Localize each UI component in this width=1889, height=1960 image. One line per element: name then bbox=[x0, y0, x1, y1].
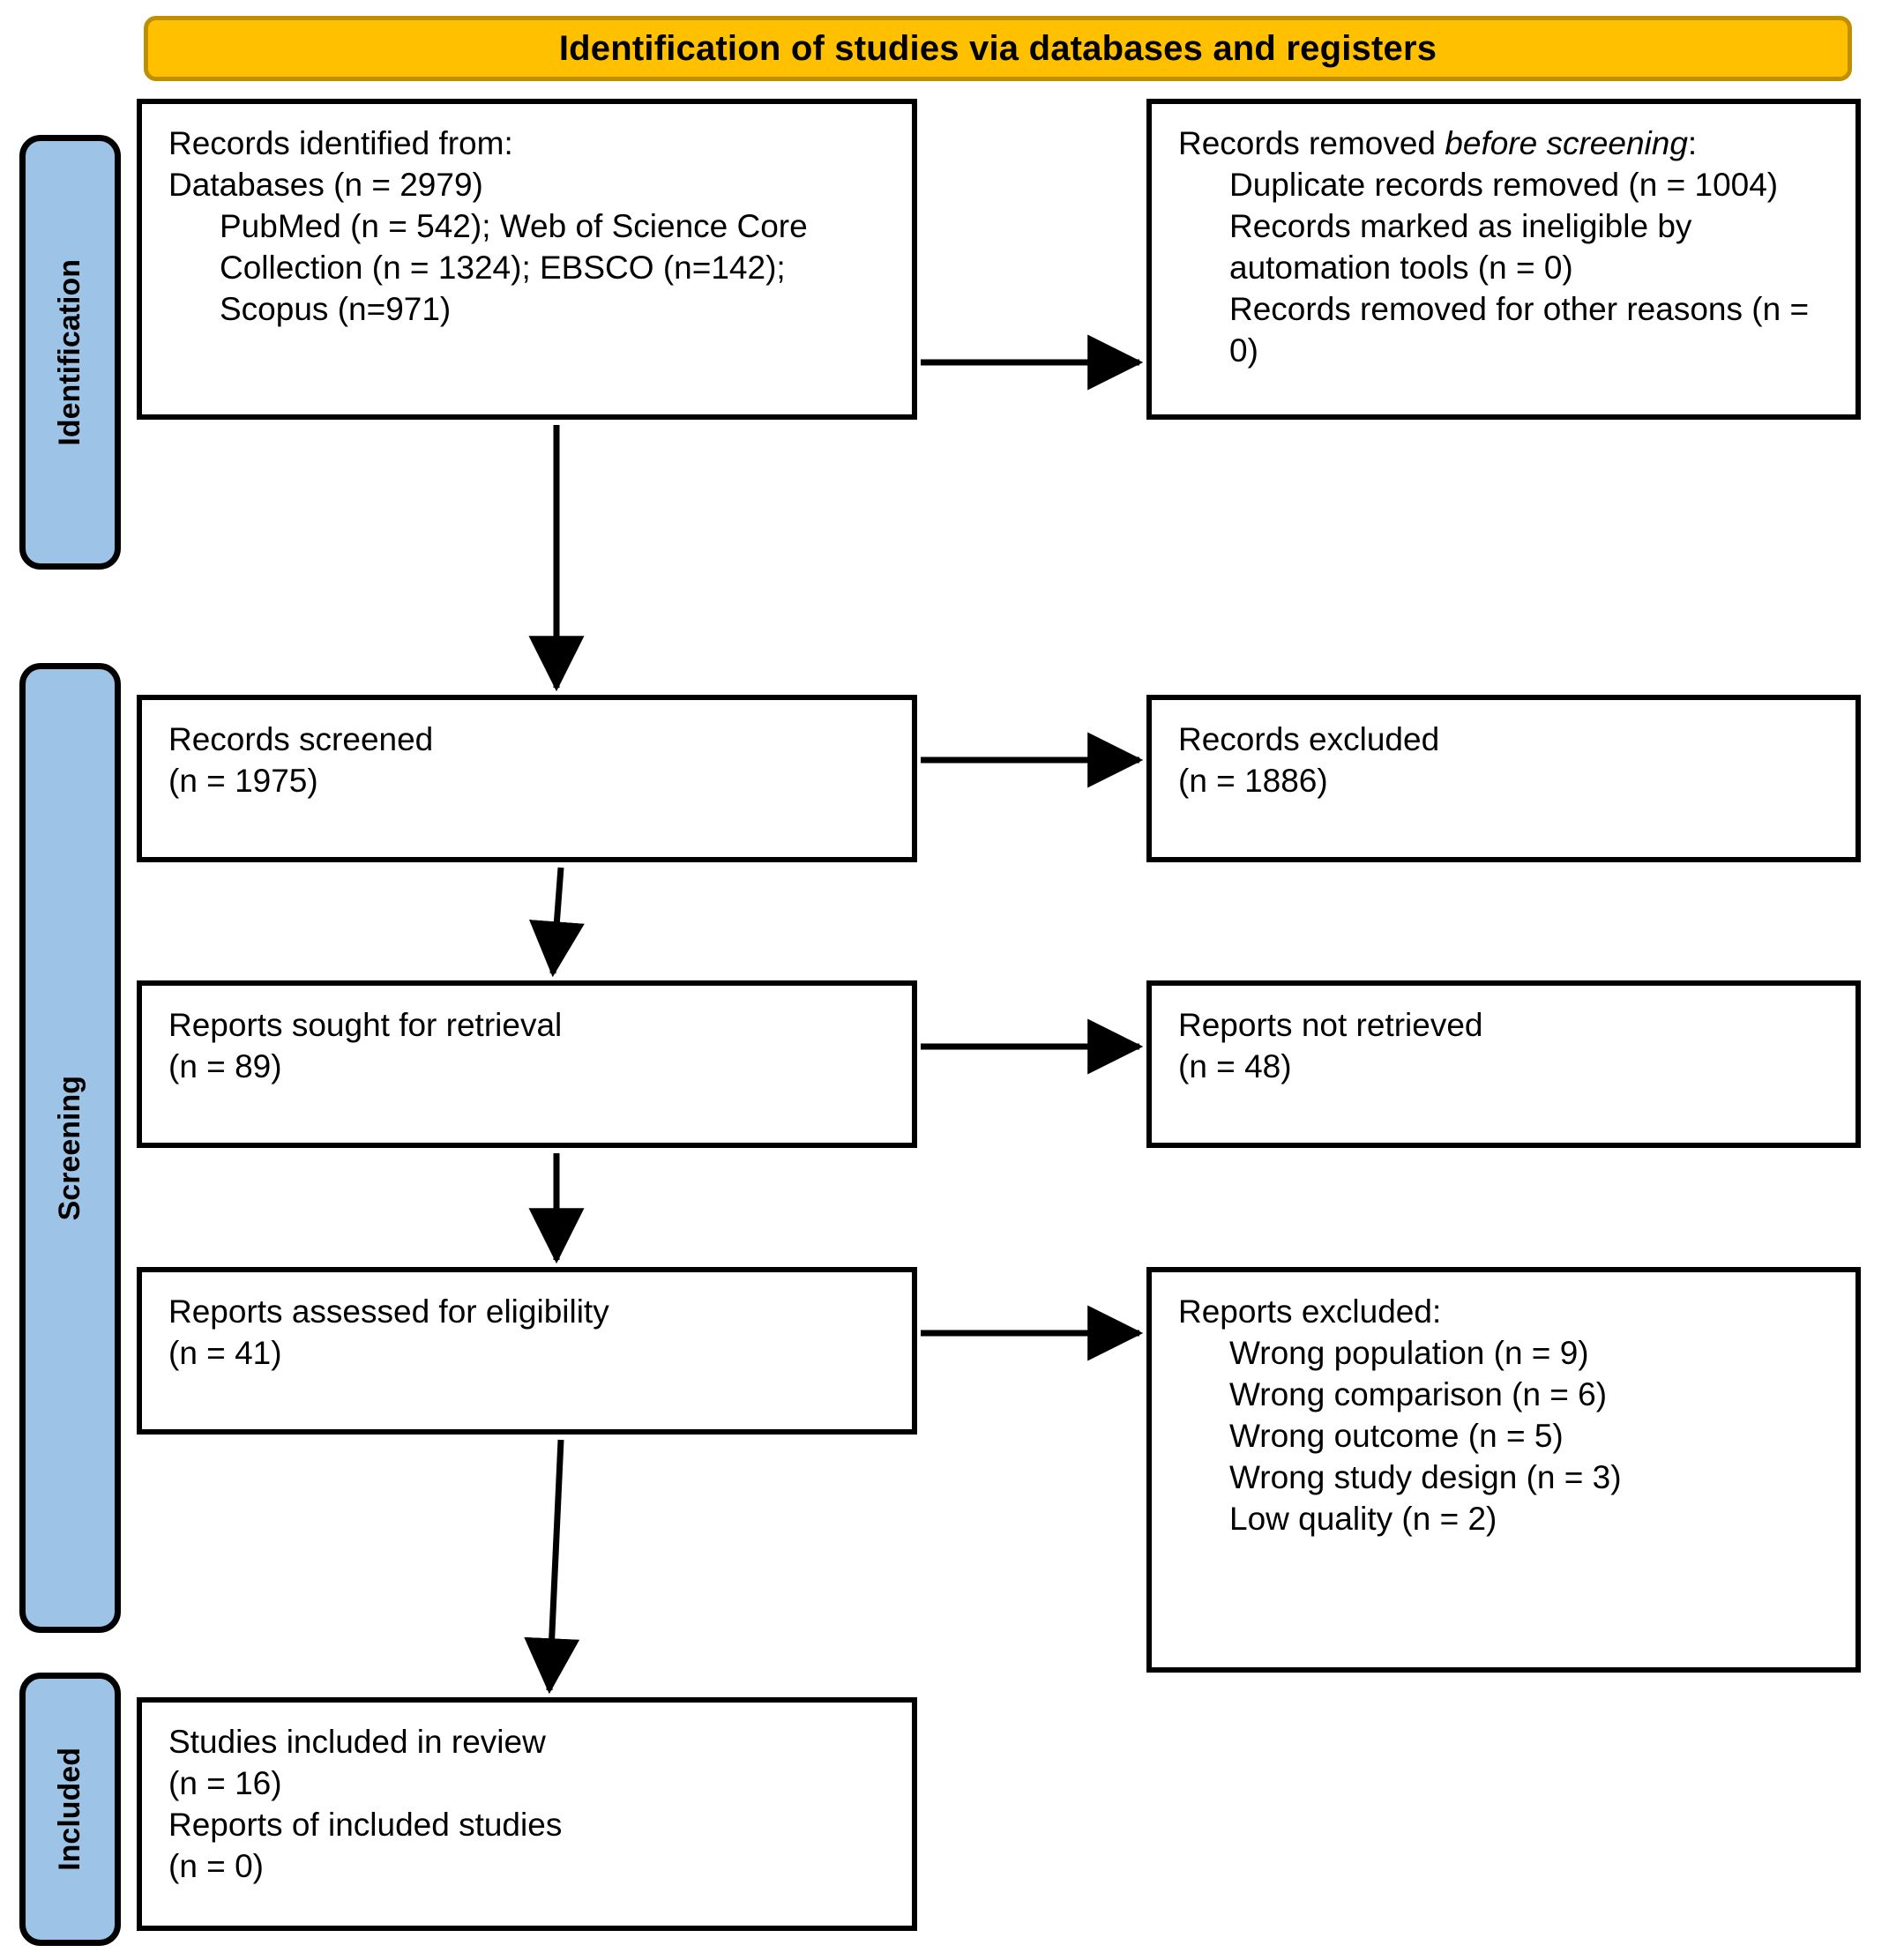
banner-identification-header: Identification of studies via databases … bbox=[144, 16, 1852, 81]
box-records-removed-before-screening: Records removed before screening: Duplic… bbox=[1146, 99, 1861, 420]
studies-included-line-2: (n = 16) bbox=[168, 1764, 282, 1801]
reports-not-retrieved-line-1: Reports not retrieved bbox=[1178, 1007, 1483, 1043]
reports-sought-line-1: Reports sought for retrieval bbox=[168, 1007, 563, 1043]
records-screened-line-1: Records screened bbox=[168, 721, 434, 757]
box-reports-excluded: Reports excluded: Wrong population (n = … bbox=[1146, 1267, 1861, 1673]
stage-label-identification: Identification bbox=[19, 135, 121, 570]
records-removed-reason-1: Duplicate records removed (n = 1004) bbox=[1229, 166, 1779, 203]
studies-included-line-3: Reports of included studies bbox=[168, 1806, 563, 1843]
stage-label-identification-text: Identification bbox=[53, 258, 86, 446]
records-identified-line-3: PubMed (n = 542); Web of Science Core Co… bbox=[220, 207, 817, 327]
reports-excluded-reason-5: Low quality (n = 2) bbox=[1229, 1500, 1497, 1537]
reports-assessed-line-2: (n = 41) bbox=[168, 1334, 282, 1371]
reports-assessed-line-1: Reports assessed for eligibility bbox=[168, 1293, 609, 1330]
reports-excluded-reason-4: Wrong study design (n = 3) bbox=[1229, 1458, 1622, 1495]
box-reports-sought-for-retrieval: Reports sought for retrieval (n = 89) bbox=[137, 980, 917, 1148]
stage-label-screening-text: Screening bbox=[53, 1075, 86, 1221]
records-identified-line-2: Databases (n = 2979) bbox=[168, 166, 483, 203]
box-records-excluded: Records excluded (n = 1886) bbox=[1146, 695, 1861, 862]
records-removed-heading-italic: before screening bbox=[1445, 125, 1688, 161]
banner-title: Identification of studies via databases … bbox=[558, 28, 1437, 68]
box-records-screened: Records screened (n = 1975) bbox=[137, 695, 917, 862]
records-excluded-line-1: Records excluded bbox=[1178, 721, 1440, 757]
records-removed-heading: Records removed before screening: bbox=[1178, 123, 1840, 165]
reports-excluded-heading: Reports excluded: bbox=[1178, 1293, 1442, 1330]
records-screened-line-2: (n = 1975) bbox=[168, 762, 318, 799]
stage-label-screening: Screening bbox=[19, 663, 121, 1633]
records-excluded-line-2: (n = 1886) bbox=[1178, 762, 1328, 799]
records-removed-reason-2: Records marked as ineligible by automati… bbox=[1229, 207, 1701, 286]
reports-excluded-reason-2: Wrong comparison (n = 6) bbox=[1229, 1375, 1608, 1412]
arrow-screened-to-sought bbox=[528, 867, 585, 978]
records-removed-reason-3: Records removed for other reasons (n = 0… bbox=[1229, 290, 1818, 369]
stage-label-included-text: Included bbox=[53, 1748, 86, 1871]
records-identified-line-1: Records identified from: bbox=[168, 125, 513, 161]
box-records-identified: Records identified from: Databases (n = … bbox=[137, 99, 917, 420]
records-removed-heading-colon: : bbox=[1687, 125, 1698, 161]
box-reports-not-retrieved: Reports not retrieved (n = 48) bbox=[1146, 980, 1861, 1148]
reports-excluded-reason-1: Wrong population (n = 9) bbox=[1229, 1334, 1589, 1371]
box-studies-included-in-review: Studies included in review (n = 16) Repo… bbox=[137, 1697, 917, 1931]
reports-not-retrieved-line-2: (n = 48) bbox=[1178, 1047, 1292, 1084]
studies-included-line-1: Studies included in review bbox=[168, 1724, 546, 1760]
reports-sought-line-2: (n = 89) bbox=[168, 1047, 282, 1084]
records-removed-heading-plain: Records removed bbox=[1178, 125, 1445, 161]
stage-label-included: Included bbox=[19, 1673, 121, 1946]
box-reports-assessed-for-eligibility: Reports assessed for eligibility (n = 41… bbox=[137, 1267, 917, 1435]
arrow-assessed-to-included bbox=[524, 1439, 580, 1695]
reports-excluded-reason-3: Wrong outcome (n = 5) bbox=[1229, 1417, 1564, 1454]
studies-included-line-4: (n = 0) bbox=[168, 1847, 264, 1884]
